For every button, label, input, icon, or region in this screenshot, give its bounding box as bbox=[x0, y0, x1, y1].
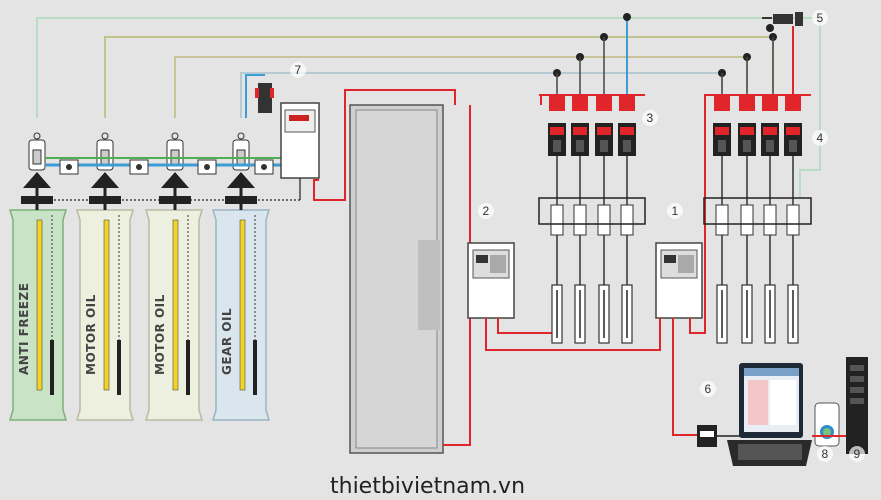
drum-label: GEAR OIL bbox=[220, 308, 234, 375]
drum-label: ANTI FREEZE bbox=[17, 283, 31, 375]
website-label: thietbivietnam.vn bbox=[330, 474, 525, 499]
signal-wire-controller bbox=[313, 89, 456, 201]
dispenser-bank-left bbox=[538, 94, 646, 344]
dispenser-unit bbox=[738, 95, 756, 344]
dispenser-unit bbox=[548, 95, 566, 344]
callout-1: 1 bbox=[672, 204, 679, 218]
dispenser-unit bbox=[571, 95, 589, 344]
callout-2: 2 bbox=[483, 204, 490, 218]
valve-assembly bbox=[762, 12, 803, 95]
pump-header bbox=[46, 157, 282, 167]
tank-controller bbox=[50, 102, 320, 201]
ticket-printer bbox=[697, 425, 740, 447]
drum-label: MOTOR OIL bbox=[84, 294, 98, 375]
pump-icon bbox=[89, 132, 121, 210]
drum: MOTOR OIL bbox=[75, 209, 135, 421]
callout-3: 3 bbox=[647, 111, 654, 125]
tap-drops bbox=[556, 37, 774, 95]
manifold-rail bbox=[538, 197, 646, 225]
callout-4: 4 bbox=[817, 131, 824, 145]
network-router bbox=[814, 402, 840, 447]
pump-icon bbox=[225, 132, 257, 210]
dispenser-unit bbox=[618, 95, 636, 344]
gauges bbox=[59, 159, 274, 175]
controller-2 bbox=[467, 242, 515, 319]
drum: GEAR OIL bbox=[211, 209, 271, 421]
pump-icon bbox=[159, 132, 191, 210]
drum: ANTI FREEZE bbox=[8, 209, 68, 421]
antifreeze-pipe bbox=[36, 17, 821, 118]
pipe-taps bbox=[553, 13, 777, 77]
manifold-rail bbox=[703, 197, 812, 225]
callout-5: 5 bbox=[817, 11, 824, 25]
callout-8: 8 bbox=[822, 447, 829, 461]
dispenser-unit bbox=[761, 95, 779, 344]
storage-cabinet bbox=[349, 104, 471, 454]
dispenser-unit bbox=[595, 95, 613, 344]
callout-labels: 1 2 3 4 5 6 7 8 9 bbox=[290, 10, 865, 462]
dispenser-unit bbox=[784, 95, 802, 344]
drum-label: MOTOR OIL bbox=[153, 294, 167, 375]
air-pipe-top bbox=[245, 74, 265, 95]
callout-9: 9 bbox=[854, 447, 861, 461]
controller-1 bbox=[655, 242, 703, 319]
drum-group: ANTI FREEZE MOTOR OIL MOTOR OIL GEAR OIL bbox=[8, 209, 271, 421]
dispenser-bank-right bbox=[703, 94, 812, 344]
air-regulator bbox=[255, 83, 274, 113]
laptop bbox=[727, 363, 812, 466]
pump-icon bbox=[21, 132, 53, 210]
server-tower bbox=[812, 357, 868, 454]
pump-heads bbox=[21, 132, 257, 210]
antifreeze-pipe-to-panel bbox=[799, 28, 821, 198]
drum: MOTOR OIL bbox=[144, 209, 204, 421]
dispenser-unit bbox=[713, 95, 731, 344]
callout-6: 6 bbox=[705, 382, 712, 396]
callout-7: 7 bbox=[295, 63, 302, 77]
